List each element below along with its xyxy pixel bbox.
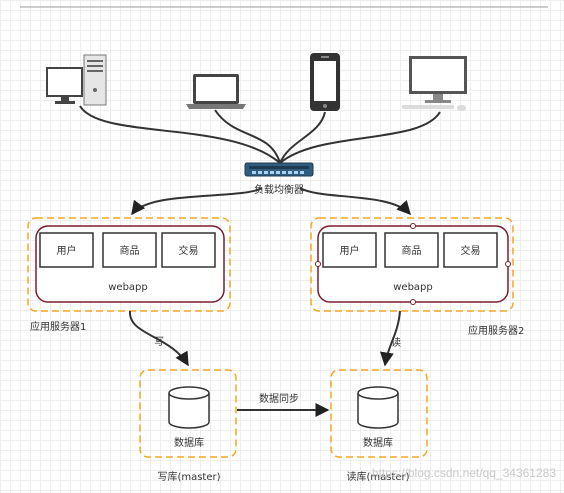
write-database: 数据库 xyxy=(139,369,237,458)
module-label: 交易 xyxy=(179,244,199,257)
module-label: 交易 xyxy=(461,244,481,257)
network-switch-icon xyxy=(244,162,314,177)
sync-label: 数据同步 xyxy=(259,392,299,405)
module-box xyxy=(322,232,377,268)
module-box xyxy=(384,232,439,268)
connection-handle xyxy=(505,261,511,267)
module-label: 用户 xyxy=(340,244,360,257)
desktop-tower-icon xyxy=(46,54,107,106)
database-label: 数据库 xyxy=(174,436,204,449)
write-db-boundary xyxy=(139,369,237,458)
database-cylinder-icon xyxy=(168,386,210,429)
write-arrow xyxy=(128,310,189,367)
database-label: 数据库 xyxy=(363,436,393,449)
module-label: 用户 xyxy=(57,244,77,257)
module-box xyxy=(443,232,498,268)
read-db-caption: 读库(master) xyxy=(346,470,409,483)
module-box xyxy=(39,232,94,268)
app-server-2-boundary xyxy=(310,217,514,312)
app-server-2: 用户 商品 交易 webapp xyxy=(310,217,514,312)
module-label: 商品 xyxy=(402,244,422,257)
connection-handle xyxy=(315,261,321,267)
write-db-caption: 写库(master) xyxy=(157,470,220,483)
monitor-icon xyxy=(402,56,467,111)
read-label: 读 xyxy=(391,336,401,349)
load-balancer-label: 负载均衡器 xyxy=(254,183,304,196)
write-label: 写 xyxy=(154,336,164,348)
module-label: 商品 xyxy=(120,244,140,257)
smartphone-icon xyxy=(310,53,340,111)
read-database: 数据库 xyxy=(330,369,428,458)
module-box xyxy=(102,232,157,268)
laptop-icon xyxy=(186,74,246,109)
read-arrow xyxy=(379,310,401,367)
app-server-1: 用户 商品 交易 webapp xyxy=(27,217,231,312)
client-connections xyxy=(79,105,441,164)
app-server-2-label: 应用服务器2 xyxy=(468,324,524,337)
read-db-boundary xyxy=(330,369,428,458)
app-server-1-label: 应用服务器1 xyxy=(30,320,86,333)
connection-handle xyxy=(410,223,416,229)
connection-handle xyxy=(410,299,416,305)
watermark: https://blog.csdn.net/qq_34361283 xyxy=(372,466,556,480)
module-box xyxy=(161,232,216,268)
database-cylinder-icon xyxy=(357,386,399,429)
webapp-label: webapp xyxy=(108,282,148,293)
webapp-label: webapp xyxy=(393,282,433,293)
lb-connections xyxy=(131,187,411,216)
